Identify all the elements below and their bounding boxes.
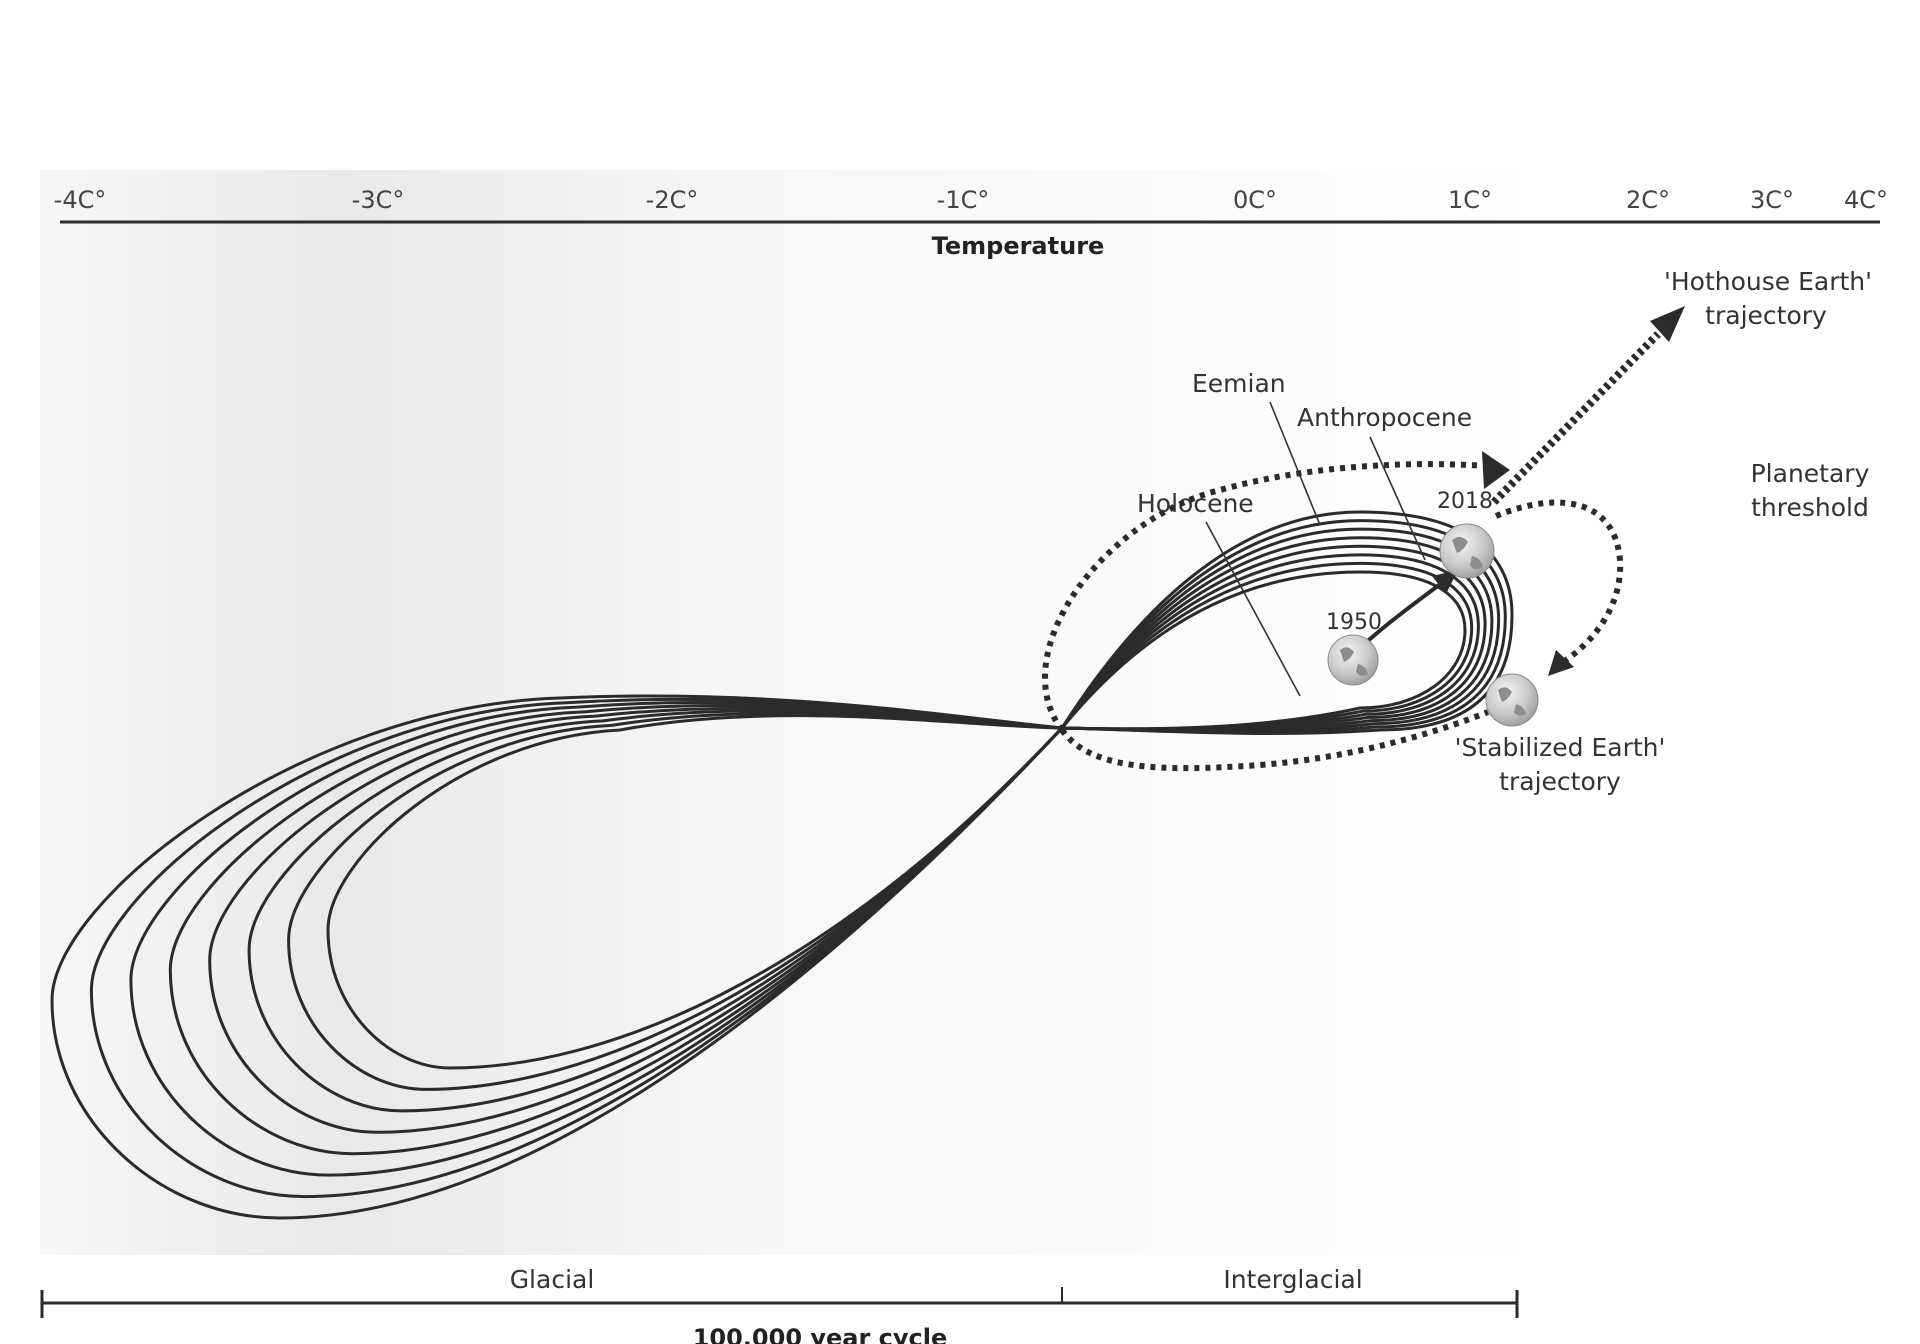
temperature-tick-label: -3C° — [352, 186, 405, 214]
anthropocene-arrowhead — [1432, 570, 1458, 594]
anthropocene-pointer-line — [1369, 436, 1426, 561]
orbit-arrowhead — [1482, 451, 1510, 489]
hothouse-earth-label: 'Hothouse Earth' — [1664, 267, 1872, 296]
year-2018-label: 2018 — [1437, 489, 1493, 514]
holocene-label: Holocene — [1137, 489, 1254, 518]
stabilized-arrowhead — [1548, 650, 1574, 676]
hothouse-trajectory-line — [1491, 331, 1661, 505]
stabilized-trajectory-label: trajectory — [1499, 767, 1621, 796]
temperature-tick-label: 4C° — [1844, 186, 1888, 214]
eemian-label: Eemian — [1192, 369, 1286, 398]
earth-stabilized-icon — [1485, 673, 1539, 727]
planetary-threshold-dotted-orbit — [1042, 461, 1487, 732]
temperature-tick-label: -2C° — [646, 186, 699, 214]
temperature-tick-label: 2C° — [1626, 186, 1670, 214]
stabilized-earth-label: 'Stabilized Earth' — [1455, 733, 1666, 762]
year-1950-label: 1950 — [1326, 610, 1382, 635]
temperature-tick-label: 1C° — [1448, 186, 1492, 214]
cycle-axis-title: 100,000 year cycle — [693, 1324, 948, 1344]
eemian-pointer-line — [1269, 401, 1321, 526]
earth-2018-icon — [1439, 523, 1495, 579]
temperature-tick-label: -1C° — [937, 186, 990, 214]
temperature-axis-title: Temperature — [932, 232, 1105, 260]
glacial-label: Glacial — [510, 1265, 595, 1294]
holocene-pointer-line — [1205, 521, 1301, 697]
stabilized-trajectory-path — [1494, 499, 1624, 663]
earth-1950-icon — [1327, 634, 1379, 686]
hothouse-arrowhead — [1650, 306, 1685, 342]
anthropocene-label: Anthropocene — [1297, 403, 1472, 432]
planetary-threshold-label-1: Planetary — [1751, 459, 1870, 488]
hothouse-trajectory-label: trajectory — [1705, 301, 1827, 330]
temperature-tick-label: 3C° — [1750, 186, 1794, 214]
glacial-cycle-loop — [247, 553, 1480, 1113]
temperature-tick-label: -4C° — [54, 186, 107, 214]
temperature-tick-label: 0C° — [1233, 186, 1277, 214]
interglacial-label: Interglacial — [1223, 1265, 1362, 1294]
temperature-tick-labels: -4C° -3C° -2C° -1C° 0C° 1C° 2C° 3C° 4C° — [54, 186, 1888, 214]
planetary-threshold-label-2: threshold — [1751, 493, 1869, 522]
